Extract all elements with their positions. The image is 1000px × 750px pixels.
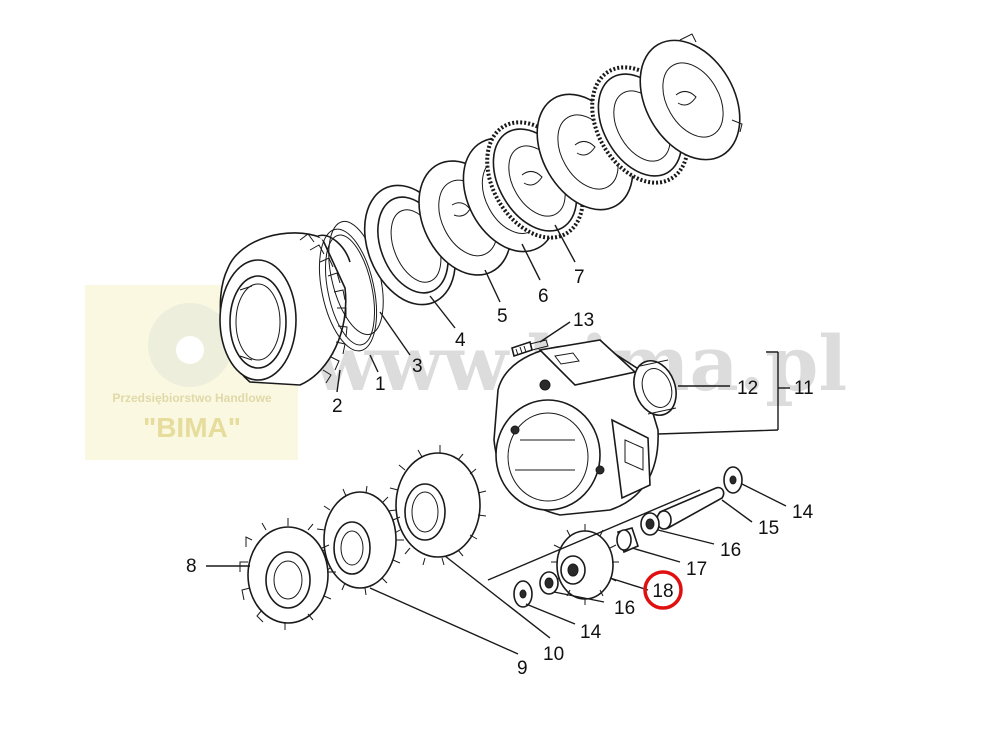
part-spacer-16-left — [539, 571, 559, 595]
callout-9: 9 — [517, 658, 528, 679]
callout-2: 2 — [332, 396, 343, 417]
callout-14-right: 14 — [792, 502, 814, 523]
callout-18: 18 — [652, 581, 673, 602]
leader-lines-upper — [336, 224, 576, 393]
leader-lines-shaft — [487, 483, 787, 625]
part-planet-gear-18 — [551, 524, 619, 605]
callout-6: 6 — [538, 286, 549, 307]
highlight-ring-18 — [643, 570, 683, 610]
callout-14-left: 14 — [580, 622, 602, 643]
callout-10: 10 — [543, 644, 564, 665]
callout-11: 11 — [794, 378, 814, 399]
callout-12: 12 — [737, 378, 758, 399]
callout-4: 4 — [455, 330, 466, 351]
part-sliding-sleeve-8 — [239, 518, 336, 630]
callout-16-left: 16 — [614, 598, 635, 619]
callout-8: 8 — [186, 556, 197, 577]
part-gear-10 — [387, 445, 487, 566]
callout-15: 15 — [758, 518, 779, 539]
callout-13: 13 — [573, 310, 594, 331]
part-end-plate — [639, 33, 743, 161]
callout-7: 7 — [574, 267, 585, 288]
watermark-logo-dot — [176, 336, 204, 364]
leader-lines-housing — [539, 321, 730, 387]
callout-5: 5 — [497, 306, 508, 327]
leader-lines-lower — [206, 555, 551, 655]
callout-1: 1 — [375, 374, 386, 395]
part-snap-ring — [318, 228, 378, 352]
watermark-company-line: Przedsiębiorstwo Handlowe — [112, 391, 272, 405]
part-gear-9 — [316, 485, 404, 596]
part-carrier-housing — [493, 339, 659, 516]
bracket-11 — [657, 351, 790, 435]
part-bolt — [511, 339, 549, 358]
part-washer-14-right — [723, 466, 743, 494]
callout-labels: 1 2 3 4 5 6 7 8 9 10 11 12 13 14 14 15 1… — [186, 267, 814, 679]
part-bearing-bush — [633, 359, 677, 416]
part-spacer-16-right — [640, 512, 660, 536]
watermark-company-name: "BIMA" — [143, 412, 241, 443]
callout-17: 17 — [686, 559, 707, 580]
part-clutch-drum — [219, 232, 351, 386]
callout-16-right: 16 — [720, 540, 741, 561]
callout-3: 3 — [412, 356, 423, 377]
part-bush-17 — [616, 527, 639, 554]
watermark: Przedsiębiorstwo Handlowe "BIMA" www.bim… — [85, 285, 847, 460]
part-washer-14-left — [513, 580, 533, 608]
